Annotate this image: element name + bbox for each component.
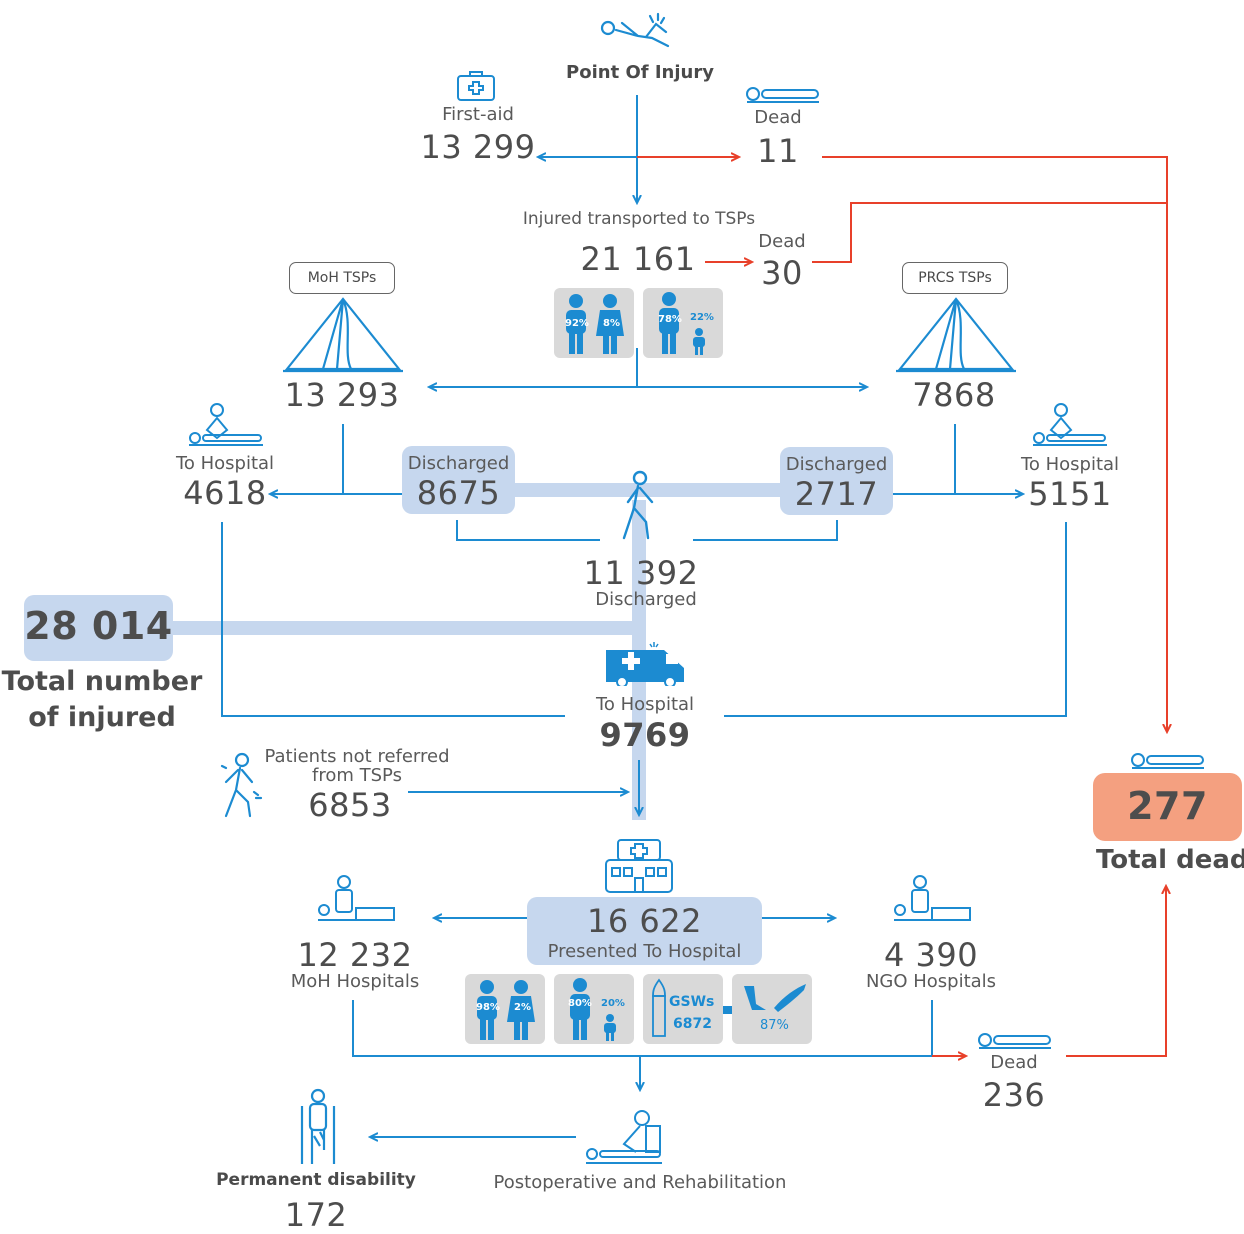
prcs-tsps-value: 7868 [912, 376, 996, 414]
not-referred-value: 6853 [308, 786, 392, 824]
moh-to-hospital-value: 4618 [183, 474, 267, 512]
prcs-discharged-box [780, 447, 893, 515]
prcs-to-hospital-label: To Hospital [1020, 454, 1120, 475]
presented-label: Presented To Hospital [547, 941, 742, 962]
adult-child-figures-icon [659, 292, 705, 355]
gsw-value: 6872 [673, 1016, 712, 1032]
hospital-adult-child-icon [570, 978, 616, 1041]
total-dead-box [1093, 773, 1242, 841]
first-aid-kit-icon [457, 71, 495, 101]
hospital-gender-box: 98% 2% [465, 974, 545, 1044]
prcs-to-hospital-value: 5151 [1028, 475, 1112, 513]
dead-tsp-label: Dead [758, 231, 806, 252]
dead-body-icon [746, 87, 819, 103]
medic-care-icon-right [1033, 403, 1107, 446]
dead-tsp-value: 30 [761, 254, 803, 292]
walking-person-icon [622, 470, 654, 540]
dead-poi-value: 11 [757, 132, 799, 170]
tsp-adult-pct: 78% [658, 314, 682, 325]
moh-discharged-box [402, 446, 515, 514]
not-referred-label-1: Patients not referred [264, 746, 450, 767]
tsp-male-pct: 92% [565, 318, 589, 329]
to-hospital-total-value: 9769 [599, 716, 691, 754]
disability-label: Permanent disability [216, 1170, 416, 1190]
first-aid-value: 13 299 [420, 128, 536, 166]
hospital-building-icon [605, 839, 673, 893]
injured-person-icon [600, 12, 670, 48]
total-injured-box [24, 595, 173, 661]
bullet-icon [652, 978, 666, 1037]
hospital-adult-pct: 80% [568, 998, 592, 1009]
point-of-injury-label: Point Of Injury [566, 62, 714, 83]
dead-hospital-value: 236 [982, 1076, 1046, 1114]
presented-value: 16 622 [587, 902, 702, 940]
prcs-tsps-tag: PRCS TSPs [902, 262, 1008, 294]
tsp-female-pct: 8% [603, 318, 620, 329]
dead-hospital-label: Dead [990, 1052, 1038, 1073]
prcs-discharged-label: Discharged [785, 454, 888, 475]
tsp-age-box: 78% 22% [643, 288, 723, 358]
moh-discharged-value: 8675 [416, 474, 501, 512]
total-injured-label-1: Total number [1, 666, 203, 697]
hospital-age-box: 80% 20% [554, 974, 634, 1044]
tsp-gender-box: 92% 8% [554, 288, 634, 358]
hospital-female-pct: 2% [514, 1002, 531, 1013]
ngo-hospitals-value: 4 390 [883, 936, 979, 974]
moh-discharged-label: Discharged [407, 453, 510, 474]
rehab-label: Postoperative and Rehabilitation [493, 1172, 787, 1193]
presented-box [527, 897, 762, 965]
hospital-male-pct: 98% [476, 1002, 500, 1013]
ngo-hospital-care-icon [894, 875, 971, 921]
ambulance-icon [606, 642, 684, 686]
hospital-male-female-icon [477, 980, 535, 1040]
gsw-label: GSWs [669, 994, 715, 1010]
gsw-box: GSWs 6872 [643, 974, 723, 1044]
to-hospital-total-label: To Hospital [595, 694, 695, 715]
moh-tsps-value: 13 293 [284, 376, 400, 414]
crutches-person-icon [300, 1088, 336, 1164]
connector-square [723, 1006, 732, 1014]
total-injured-value: 28 014 [24, 604, 173, 648]
prcs-tent-icon [896, 297, 1016, 373]
rehabilitation-icon [586, 1110, 662, 1164]
total-dead-value: 277 [1127, 784, 1208, 828]
hospital-dead-body-icon [978, 1033, 1051, 1049]
moh-hospitals-value: 12 232 [297, 936, 413, 974]
moh-hospitals-label: MoH Hospitals [290, 971, 420, 992]
total-discharged-value: 11 392 [583, 554, 699, 592]
transported-value: 21 161 [580, 240, 696, 278]
moh-tent-icon [283, 297, 403, 373]
total-dead-body-icon [1131, 753, 1204, 769]
dead-poi-label: Dead [754, 107, 802, 128]
limping-patient-icon [220, 752, 263, 818]
transported-label: Injured transported to TSPs [522, 209, 756, 229]
male-female-figures-icon [566, 294, 624, 354]
first-aid-label: First-aid [442, 104, 514, 125]
total-injured-label-2: of injured [28, 702, 176, 733]
not-referred-label-2: from TSPs [312, 765, 402, 786]
disability-value: 172 [284, 1196, 348, 1234]
moh-hospital-care-icon [318, 875, 395, 921]
total-dead-label: Total dead [1096, 845, 1244, 875]
medic-care-icon [189, 403, 263, 446]
limb-icon [744, 984, 806, 1012]
ngo-hospitals-label: NGO Hospitals [865, 971, 997, 992]
total-discharged-label: Discharged [595, 589, 697, 610]
limb-pct: 87% [760, 1018, 789, 1033]
tsp-child-pct: 22% [690, 312, 714, 323]
prcs-discharged-value: 2717 [794, 475, 879, 513]
moh-tsps-tag: MoH TSPs [289, 262, 395, 294]
limb-injury-box: 87% [732, 974, 812, 1044]
hospital-child-pct: 20% [601, 998, 625, 1009]
moh-to-hospital-label: To Hospital [175, 453, 275, 474]
